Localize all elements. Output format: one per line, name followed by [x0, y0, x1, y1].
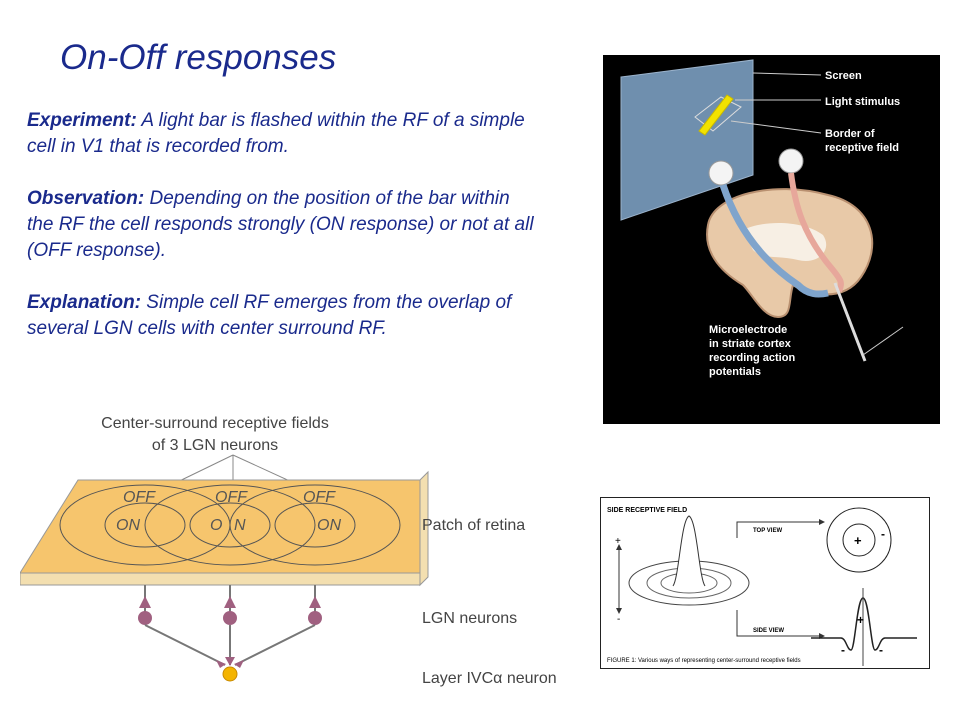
- rf-heading-1: Center-surround receptive fields: [101, 415, 329, 432]
- axis-minus: -: [617, 614, 620, 625]
- rf-figure-title: SIDE RECEPTIVE FIELD: [607, 507, 687, 514]
- layer-label-alpha: α: [493, 670, 502, 687]
- light-bar-shape: [698, 94, 734, 136]
- experiment-paragraph: Experiment: A light bar is flashed withi…: [27, 108, 537, 160]
- rf-outer-2: [144, 484, 316, 566]
- y-arrow-up: [616, 544, 622, 550]
- slide-title: On-Off responses: [60, 38, 337, 77]
- rf-heading-2: of 3 LGN neurons: [152, 437, 278, 454]
- topview-inner: [842, 523, 876, 557]
- left-eye-shape: [708, 160, 734, 186]
- lgn-neuron-2: [223, 611, 237, 625]
- sideview-label: SIDE VIEW: [753, 628, 784, 634]
- off-label-2: OFF: [215, 489, 248, 506]
- synapse-3: [234, 660, 244, 668]
- on-label-2a: O: [210, 517, 222, 534]
- layer-label: Layer IVCα neuron: [422, 670, 557, 687]
- lgn-dendrite-3: [309, 596, 321, 608]
- rf-outer-3: [229, 484, 401, 566]
- experiment-figure: Screen Light stimulus Border of receptiv…: [603, 55, 940, 424]
- rf-center-3: [274, 502, 356, 548]
- lgn-neuron-1: [138, 611, 152, 625]
- explanation-paragraph: Explanation: Simple cell RF emerges from…: [27, 290, 537, 342]
- optic-pathway-red: [788, 172, 844, 293]
- observation-paragraph: Observation: Depending on the position o…: [27, 186, 537, 264]
- electrode-shape: [833, 282, 867, 362]
- experiment-illustration: Screen Light stimulus Border of receptiv…: [620, 59, 904, 378]
- electrode-pointer: [862, 326, 904, 356]
- border-label-1: Border of: [825, 128, 875, 140]
- patch-label: Patch of retina: [422, 517, 525, 534]
- layer-label-main: Layer IVC: [422, 670, 493, 687]
- optic-pathway-blue: [719, 183, 829, 298]
- on-label-1: ON: [116, 517, 140, 534]
- lgn-dendrite-2: [224, 596, 236, 608]
- on-label-2b: N: [234, 517, 246, 534]
- micro-label-1: Microelectrode: [709, 324, 787, 336]
- on-label-3: ON: [317, 517, 341, 534]
- rf-center-2: [189, 502, 271, 548]
- light-stimulus-label: Light stimulus: [825, 96, 900, 108]
- topview-arrow: [736, 521, 819, 538]
- retina-diagram-svg: Center-surround receptive fields of 3 LG…: [19, 415, 557, 687]
- micro-label-2: in striate cortex: [709, 338, 792, 350]
- lgn-axon-3: [234, 624, 316, 666]
- micro-label-4: potentials: [709, 366, 761, 378]
- experiment-label: Experiment:: [27, 110, 137, 131]
- sideview-plus: +: [857, 613, 864, 627]
- sideview-minus-right: -: [879, 643, 883, 657]
- screen-shape: [620, 59, 754, 221]
- screen-label: Screen: [825, 70, 862, 82]
- sideview-arrow: [736, 610, 819, 637]
- topview-outer: [826, 507, 892, 573]
- body-text: Experiment: A light bar is flashed withi…: [27, 108, 537, 368]
- topview-plus: +: [854, 533, 862, 548]
- lgn-axon-1: [144, 624, 226, 666]
- experiment-text: A light bar is flashed within the RF of …: [27, 110, 525, 157]
- axis-plus: +: [615, 536, 621, 547]
- explanation-text: Simple cell RF emerges from the overlap …: [27, 292, 512, 339]
- rf-center-1: [104, 502, 186, 548]
- sideview-minus-left: -: [841, 643, 845, 657]
- retina-diagram: Center-surround receptive fields of 3 LG…: [19, 410, 580, 720]
- hat-peak-shape: [672, 515, 706, 587]
- retina-front: [19, 572, 421, 586]
- lgn-dendrite-1: [139, 596, 151, 608]
- synapse-1: [216, 660, 226, 668]
- rf-figure: SIDE RECEPTIVE FIELD + - TOP VIEW SIDE V…: [600, 497, 930, 669]
- lgn-label: LGN neurons: [422, 610, 517, 627]
- rf-figure-caption: FIGURE 1: Various ways of representing c…: [607, 658, 801, 664]
- micro-label-3: recording action: [709, 352, 795, 364]
- layer-ivc-neuron: [222, 666, 238, 682]
- observation-label: Observation:: [27, 188, 145, 209]
- off-label-1: OFF: [123, 489, 156, 506]
- synapse-2: [225, 657, 235, 666]
- topview-arrowhead: [819, 519, 825, 525]
- right-eye-shape: [778, 148, 804, 174]
- topview-label: TOP VIEW: [753, 528, 782, 534]
- y-arrow-down: [616, 608, 622, 614]
- observation-text: Depending on the position of the bar wit…: [27, 188, 534, 261]
- border-pointer: [730, 120, 822, 134]
- off-label-3: OFF: [303, 489, 336, 506]
- lgn-neuron-3: [308, 611, 322, 625]
- rf-figure-svg: SIDE RECEPTIVE FIELD + - TOP VIEW SIDE V…: [607, 507, 917, 666]
- explanation-label: Explanation:: [27, 292, 142, 313]
- retina-side: [419, 470, 429, 587]
- topview-minus: -: [881, 527, 885, 541]
- screen-pointer: [752, 72, 822, 76]
- layer-label-suffix: neuron: [502, 670, 556, 687]
- border-label-2: receptive field: [825, 142, 899, 154]
